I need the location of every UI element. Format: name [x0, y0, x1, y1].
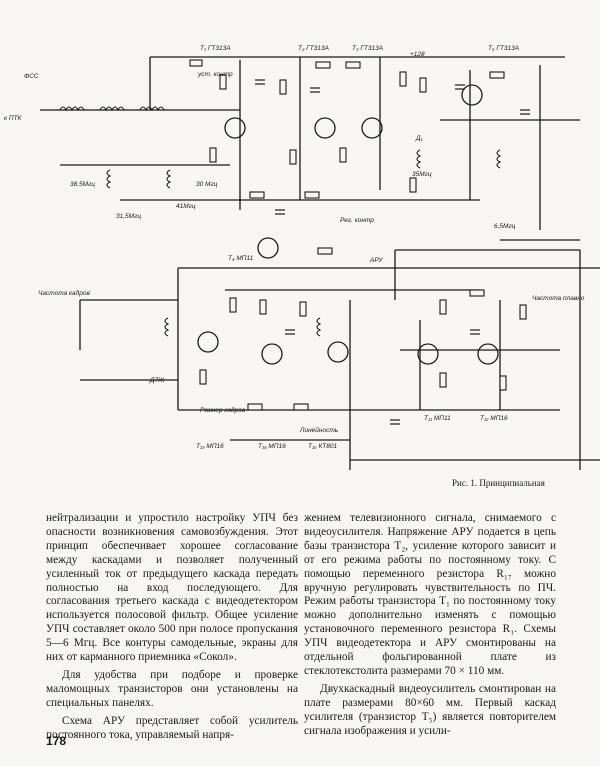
label-t12: T₁₂ МП16 [480, 415, 508, 422]
paragraph: Двухкаскадный видеоусилитель смонтирован… [304, 682, 556, 737]
page-number: 178 [46, 734, 67, 748]
paragraph: жением телевизионного сигнала, снимаемог… [304, 512, 556, 677]
label-t1: T₁ ГТ313А [200, 45, 231, 52]
label-ptk: к ПТК [4, 115, 23, 122]
circuit-schematic: T₁ ГТ313А T₂ ГТ313А T₃ ГТ313А T₅ ГТ313А … [4, 45, 600, 470]
label-chastota-kadrov: Частота кадров [38, 289, 90, 297]
label-usil-kontr: уст. контр [197, 71, 233, 78]
label-t2: T₂ ГТ313А [298, 45, 329, 52]
label-lineinost: Линейность [299, 426, 339, 434]
paragraph: Схема АРУ представляет собой усилитель п… [46, 714, 298, 741]
paragraph: Для удобства при подборе и проверке мало… [46, 668, 298, 709]
label-f38: 38,5Мгц [70, 181, 95, 188]
label-aru: АРУ [369, 257, 383, 264]
label-plus128: +128 [410, 51, 425, 58]
text-column-right: жением телевизионного сигнала, снимаемог… [304, 512, 556, 739]
label-f65: 6,5Мгц [494, 223, 516, 230]
figure-caption: Рис. 1. Принципиальная [452, 478, 545, 488]
label-fss: ФСС [24, 73, 39, 80]
label-f30: 30 Мгц [196, 181, 218, 188]
label-razmer-kadrov: Размер кадров [200, 406, 246, 414]
text-column-left: нейтрализации и упростило настройку УПЧ … [46, 512, 298, 743]
label-t11: T₁₁ МП11 [424, 415, 451, 422]
label-f31: 31,5Мгц [116, 213, 141, 220]
label-reg-kontr: Рег. контр [340, 217, 374, 224]
label-t15: T₁₅ КТ801 [308, 443, 337, 450]
label-f41: 41Мгц [176, 203, 196, 210]
label-t13: T₁₃ МП16 [196, 443, 224, 450]
label-d7: Д7Ж [149, 377, 165, 384]
label-f35: 35Мгц [412, 171, 432, 178]
label-t5: T₅ ГТ313А [488, 45, 519, 52]
label-t3: T₃ ГТ313А [352, 45, 383, 52]
label-chastota-plavno: Частота плавно [532, 295, 585, 302]
label-t14: T₁₄ МП16 [258, 443, 286, 450]
paragraph: нейтрализации и упростило настройку УПЧ … [46, 512, 298, 664]
label-d1: Д₁ [415, 135, 423, 142]
label-t4: T₄ МП11 [228, 255, 254, 262]
